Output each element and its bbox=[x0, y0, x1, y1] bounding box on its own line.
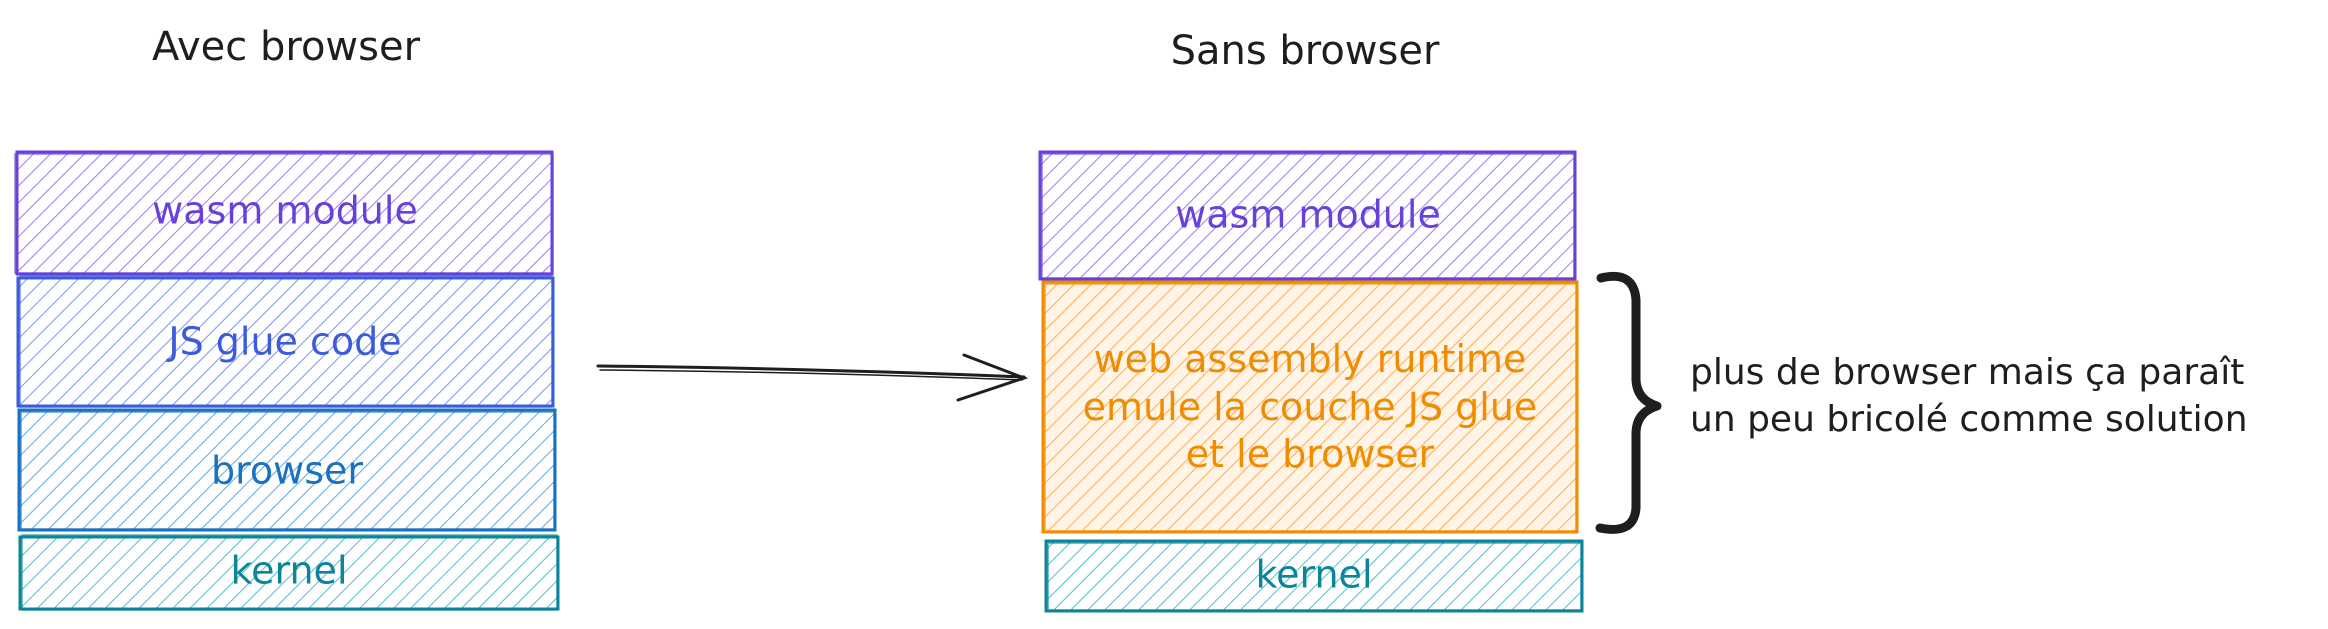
left-wasm-label: wasm module bbox=[152, 188, 418, 233]
runtime-line-3: et le browser bbox=[1185, 431, 1435, 476]
side-note: plus de browser mais ça paraît un peu br… bbox=[1690, 350, 2248, 444]
runtime-line-2: emule la couche JS glue bbox=[1082, 384, 1538, 429]
left-glue-label: JS glue code bbox=[168, 319, 402, 364]
right-runtime-label: web assembly runtime emule la couche JS … bbox=[1083, 336, 1538, 479]
runtime-line-1: web assembly runtime bbox=[1093, 336, 1527, 381]
left-browser-label: browser bbox=[210, 448, 364, 493]
right-wasm-label: wasm module bbox=[1175, 192, 1441, 237]
right-kernel-label: kernel bbox=[1255, 552, 1373, 597]
right-stack bbox=[1038, 150, 1584, 613]
left-browser-box bbox=[17, 408, 557, 532]
left-glue-box bbox=[16, 275, 555, 408]
heading-sans-browser: Sans browser bbox=[1170, 28, 1440, 74]
left-stack bbox=[14, 150, 560, 611]
side-note-line-1: plus de browser mais ça paraît bbox=[1690, 352, 2245, 393]
curly-brace bbox=[1595, 271, 1662, 534]
side-note-line-2: un peu bricolé comme solution bbox=[1690, 398, 2248, 440]
right-kernel-box bbox=[1044, 539, 1584, 613]
left-kernel-box bbox=[18, 534, 560, 611]
left-wasm-box bbox=[14, 150, 554, 276]
right-runtime-box bbox=[1041, 280, 1579, 534]
right-wasm-box bbox=[1038, 150, 1577, 281]
heading-avec-browser: Avec browser bbox=[151, 24, 421, 70]
left-kernel-label: kernel bbox=[230, 548, 348, 593]
transition-arrow bbox=[596, 353, 1029, 402]
